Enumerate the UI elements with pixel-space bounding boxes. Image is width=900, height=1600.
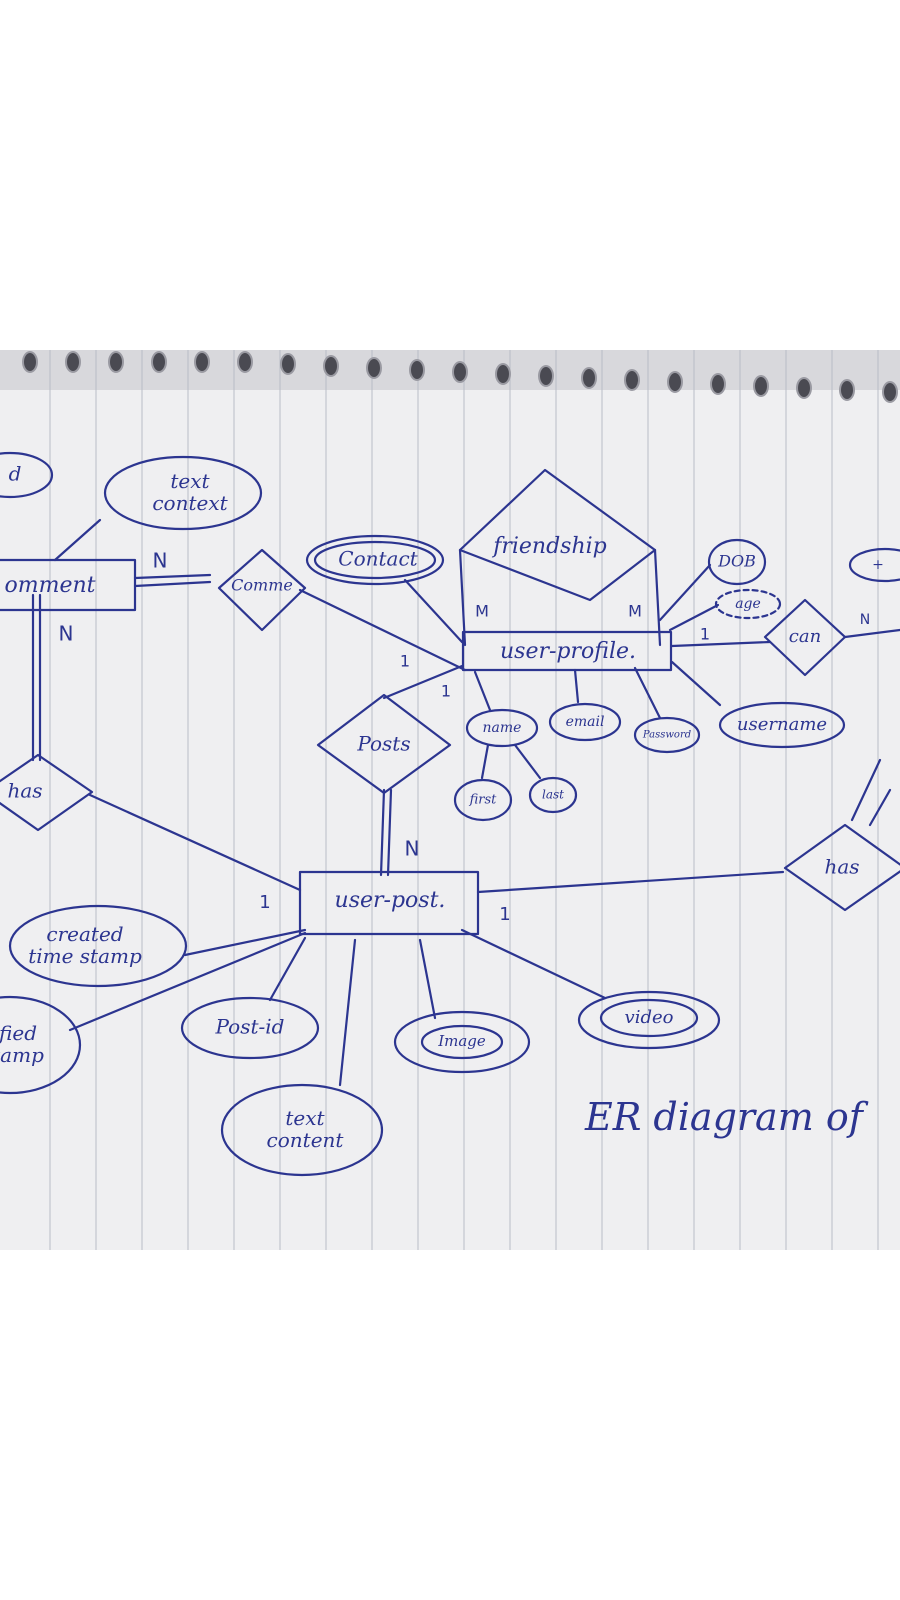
entity-user-profile [461,630,673,672]
profile-cardinality-1b: 1 [441,682,451,701]
relationship-has-left-label: has [7,779,42,803]
attribute-post-id [180,996,320,1060]
profile-cardinality-1a: 1 [400,652,410,671]
relationship-can [763,598,847,677]
attribute-partial-right-label: + [872,557,884,573]
attribute-last [528,776,578,814]
relationship-posts-label: Posts [356,732,410,756]
post-cardinality-1-right: 1 [499,904,510,925]
attribute-text-content [220,1083,384,1177]
attribute-image-outer [393,1010,531,1074]
attribute-contact-outer [305,534,445,586]
attribute-first-label: first [469,793,498,808]
attribute-name-label: name [483,720,522,736]
attribute-text-context [103,455,263,531]
attribute-video-outer [577,990,721,1050]
relationship-friendship-label: friendship [491,534,607,559]
relationship-has-right [783,823,900,912]
relationship-has-right-label: has [824,855,859,879]
posts-cardinality-n: N [405,837,420,861]
attribute-image-label: Image [437,1032,486,1050]
attribute-username [718,701,846,749]
attribute-name [465,708,539,748]
entity-user-post [298,870,480,936]
entity-comment [0,558,137,612]
relationship-posts [316,693,452,795]
entity-comment-label: omment [5,573,96,598]
relationship-has-left [0,753,94,832]
paper-shadow-top [0,350,900,390]
attribute-password-label: Password [642,730,691,741]
friendship-cardinality-m1: M [475,602,489,621]
attribute-username-label: username [737,714,827,735]
attribute-contact-inner [313,540,437,580]
attribute-age [714,588,782,620]
relationship-comments-label: Comme [231,576,293,595]
attribute-partial-top-left-label: d [9,462,22,486]
spiral-binding [22,351,898,403]
attribute-dob [707,538,767,586]
paper-background [0,350,900,1250]
attribute-partial-right [848,547,900,583]
attribute-modified-timestamp-partial [0,995,82,1095]
entity-user-post-label: user-post. [335,888,446,913]
attribute-video-label: video [625,1007,674,1028]
diagram-title: ER diagram of [584,1095,869,1139]
can-cardinality-n: N [860,612,870,628]
post-cardinality-1-left: 1 [259,892,270,913]
friendship-cardinality-m2: M [628,602,642,621]
attribute-video-inner [599,998,699,1038]
attribute-first [453,778,513,822]
attribute-partial-top-left [0,451,54,499]
attribute-contact-label: Contact [338,547,418,571]
comment-has-cardinality-n: N [59,622,74,646]
attribute-password [633,716,701,754]
attribute-email [548,702,622,742]
attribute-image-inner [420,1024,504,1060]
ruled-lines [49,350,879,1250]
entity-user-profile-label: user-profile. [500,639,636,664]
attribute-post-id-label: Post-id [215,1015,285,1039]
comment-cardinality-n: N [153,549,168,573]
attribute-created-timestamp [8,904,188,988]
attribute-modified-timestamp-partial-label: fiedtamp [0,1021,44,1067]
attribute-age-label: age [735,596,761,612]
attribute-email-label: email [566,714,605,730]
connectors [31,518,892,1087]
relationship-can-label: can [789,626,821,647]
attribute-dob-label: DOB [717,552,756,571]
attribute-last-label: last [542,788,564,802]
can-cardinality-1: 1 [700,625,710,644]
relationship-comments [217,548,307,632]
